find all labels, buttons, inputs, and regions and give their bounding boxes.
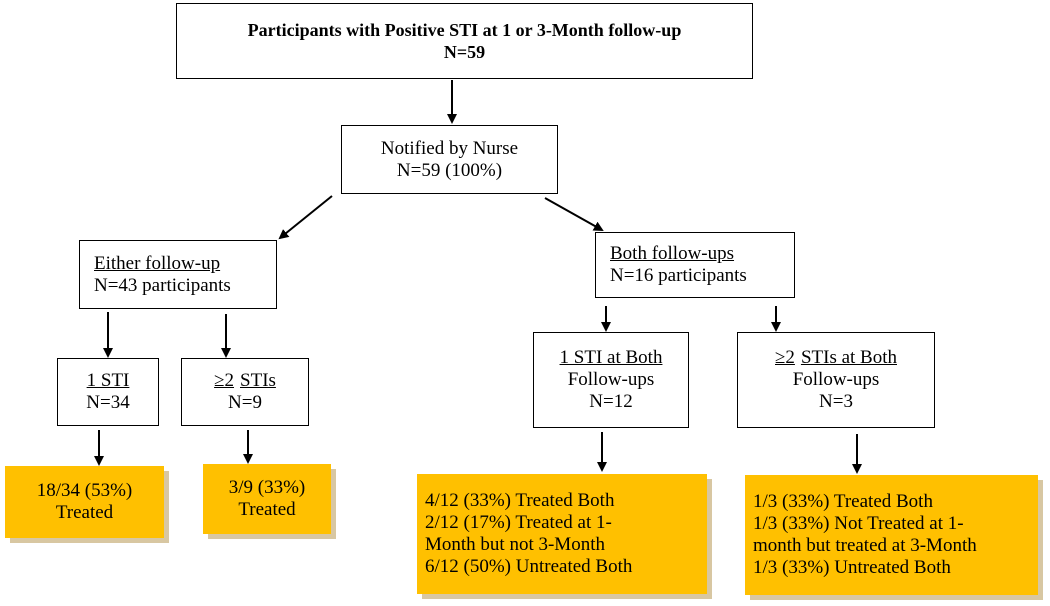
outcome-one-sti-both-line: 2/12 (17%) Treated at 1-	[425, 512, 612, 533]
either-box: Either follow-up N=43 participants	[79, 240, 277, 309]
either-n: N=43 participants	[94, 274, 231, 296]
outcome-two-stis: 3/9 (33%) Treated	[203, 464, 331, 534]
one-sti-both-line2: Follow-ups	[567, 369, 655, 390]
one-sti-box: 1 STI N=34	[57, 358, 159, 426]
outcome-two-stis-both-line: 1/3 (33%) Untreated Both	[753, 557, 951, 578]
notified-label: Notified by Nurse	[380, 137, 519, 159]
both-n: N=16 participants	[610, 265, 747, 286]
outcome-one-sti-both-line: 4/12 (33%) Treated Both	[425, 490, 615, 511]
outcome-two-stis-both: 1/3 (33%) Treated Both 1/3 (33%) Not Tre…	[745, 475, 1038, 595]
outcome-one-sti: 18/34 (53%) Treated	[5, 466, 164, 538]
one-sti-n: N=34	[86, 392, 130, 413]
arrow-notified-to-either	[278, 195, 333, 240]
two-stis-both-n: N=3	[819, 391, 853, 412]
two-stis-label: STIs	[240, 370, 276, 391]
two-stis-both-label: STIs at Both	[800, 347, 897, 368]
two-stis-both-line2: Follow-ups	[792, 369, 880, 390]
notified-n: N=59 (100%)	[396, 159, 503, 181]
outcome-one-sti-both: 4/12 (33%) Treated Both 2/12 (17%) Treat…	[417, 474, 707, 594]
one-sti-both-label: 1 STI at Both	[559, 347, 663, 368]
arrow-notified-to-both	[544, 197, 604, 231]
outcome-two-stis-line1: 3/9 (33%)	[228, 477, 306, 498]
either-label: Either follow-up	[94, 252, 221, 274]
top-n: N=59	[443, 42, 486, 62]
outcome-two-stis-both-line: 1/3 (33%) Not Treated at 1-	[753, 513, 964, 534]
notified-box: Notified by Nurse N=59 (100%)	[341, 125, 558, 194]
top-title: Participants with Positive STI at 1 or 3…	[247, 20, 682, 40]
one-sti-both-box: 1 STI at Both Follow-ups N=12	[533, 332, 689, 428]
outcome-two-stis-both-line: 1/3 (33%) Treated Both	[753, 491, 933, 512]
two-stis-both-symbol: ≥2	[775, 347, 795, 368]
outcome-two-stis-both-line: month but treated at 3-Month	[753, 535, 977, 556]
both-box: Both follow-ups N=16 participants	[595, 232, 795, 298]
one-sti-label: 1 STI	[86, 370, 130, 391]
top-box: Participants with Positive STI at 1 or 3…	[176, 3, 753, 79]
one-sti-both-n: N=12	[589, 391, 633, 412]
outcome-one-sti-line2: Treated	[55, 502, 114, 523]
outcome-one-sti-both-line: 6/12 (50%) Untreated Both	[425, 556, 633, 577]
outcome-one-sti-both-line: Month but not 3-Month	[425, 534, 605, 555]
two-stis-symbol: ≥2	[214, 370, 235, 391]
two-stis-n: N=9	[228, 392, 262, 413]
outcome-two-stis-line2: Treated	[238, 499, 296, 520]
both-label: Both follow-ups	[610, 243, 735, 264]
outcome-one-sti-line1: 18/34 (53%)	[36, 480, 133, 501]
